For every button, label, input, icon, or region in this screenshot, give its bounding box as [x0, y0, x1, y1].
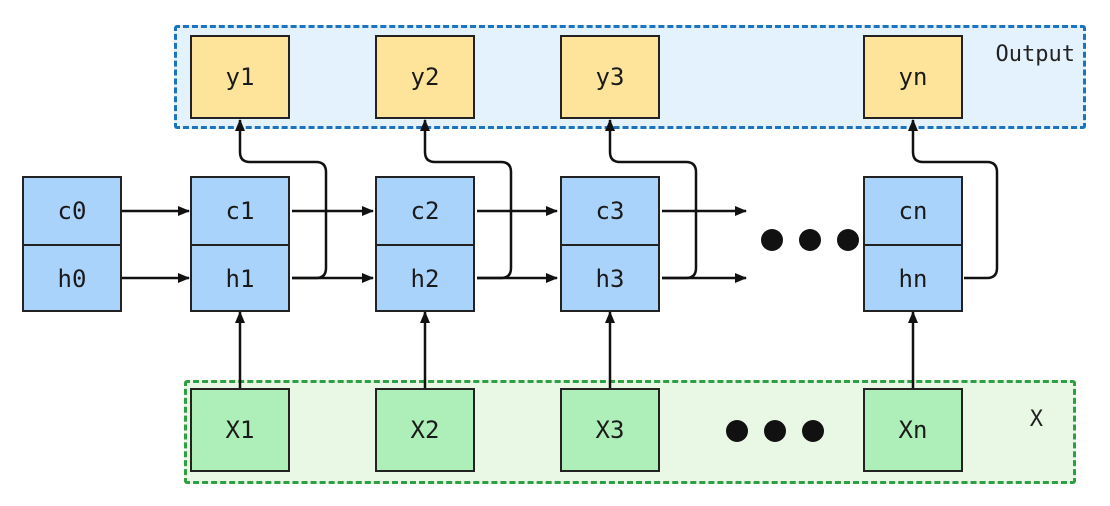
cell-state: c3	[595, 197, 625, 225]
hidden-state: h3	[562, 244, 658, 312]
output-path-2	[420, 119, 513, 280]
three-dots-icon	[726, 420, 824, 442]
hidden-state: hn	[865, 244, 961, 312]
hidden-state: h2	[377, 244, 473, 312]
cell-state: cn	[898, 197, 928, 225]
output-path-1	[235, 119, 328, 280]
cell-state: c1	[225, 197, 255, 225]
output-path-3	[605, 119, 698, 280]
output-group-label: Output	[995, 42, 1075, 67]
hidden-state: h1	[192, 244, 288, 312]
lstm-cell-2: c2 h2	[375, 176, 475, 312]
output-path-n	[908, 119, 999, 280]
input-box: X2	[375, 388, 475, 472]
output-box: y1	[190, 35, 290, 119]
hidden-state-h0: h0	[24, 244, 120, 312]
cell-state-c0: c0	[57, 197, 87, 225]
lstm-cell-1: c1 h1	[190, 176, 290, 312]
input-box: Xn	[863, 388, 963, 472]
lstm-cell-n: cn hn	[863, 176, 963, 312]
three-dots-icon	[761, 229, 859, 251]
lstm-cell-3: c3 h3	[560, 176, 660, 312]
output-box: y3	[560, 35, 660, 119]
initial-state-cell: c0 h0	[22, 176, 122, 312]
cell-state: c2	[410, 197, 440, 225]
output-box: y2	[375, 35, 475, 119]
output-box: yn	[863, 35, 963, 119]
input-box: X1	[190, 388, 290, 472]
input-group-label: X	[1029, 407, 1043, 432]
input-box: X3	[560, 388, 660, 472]
